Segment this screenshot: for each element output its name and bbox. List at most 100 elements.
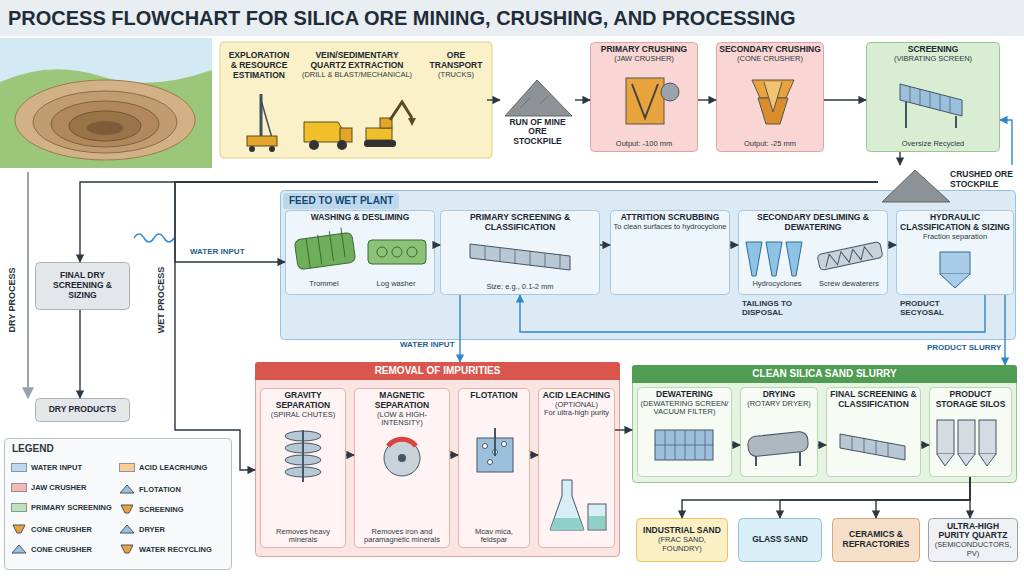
box-shape [286, 211, 435, 295]
box-shape [739, 519, 822, 562]
product-box: CERAMICS & REFRACTORIES [832, 518, 920, 562]
mining-band [220, 42, 492, 158]
process-box: SECONDARY CRUSHING(CONE CRUSHER)Output: … [716, 42, 824, 152]
node-text: EXPLORATION & RESOURCE ESTIMATION [229, 51, 290, 80]
node-text: SECONDARY DESLIMING & DEWATERING [741, 213, 885, 233]
hydrocyclone-icon [746, 242, 802, 276]
flow-arrow [459, 295, 460, 362]
dewatering-screen-icon [655, 430, 713, 460]
stockpile-label: RUN OF MINE ORE STOCKPILE [500, 68, 575, 150]
jaw-crusher-icon [626, 78, 664, 124]
jaw-crusher-icon [661, 83, 679, 101]
box-shape [441, 211, 600, 295]
node-text: FEED TO WET PLANT [283, 193, 399, 209]
node-text: ULTRA-HIGH PURITY QUARTZ [931, 522, 1015, 542]
flotation-cell-icon [477, 428, 513, 472]
flow-arrow [888, 244, 896, 245]
node-text: To clean surfaces to hydrocyclone [614, 223, 727, 232]
flow-arrow [730, 244, 738, 245]
legend-row: DRYER [119, 523, 165, 535]
hydrocyclone-icon [766, 242, 782, 276]
node-text: GRAVITY SEPARATION [263, 391, 343, 411]
flow-arrow [969, 477, 970, 518]
node-text: FLOTATION [470, 391, 517, 401]
process-box: DEWATERING(DEWATERING SCREEN/ VACUUM FIL… [637, 387, 732, 477]
legend-row: SCREENING [119, 503, 184, 515]
node-text: Oversize Recycled [902, 140, 965, 149]
annotation-label: WATER INPUT [190, 247, 245, 256]
legend-icon [119, 523, 135, 535]
dry-process-arrow [28, 172, 29, 398]
flotation-cell-icon [494, 428, 496, 456]
node-text: Mcav mica, feldspar [461, 528, 527, 545]
node-text: FINAL DRY SCREENING & SIZING [38, 271, 127, 300]
box-shape [281, 191, 1016, 340]
node-text: CLEAN SILICA SAND SLURRY [632, 365, 1017, 383]
excavator-icon [364, 102, 416, 147]
node-text: RUN OF MINE ORE STOCKPILE [503, 118, 572, 147]
vibrating-screen-icon [955, 116, 957, 128]
legend-icon [119, 543, 135, 555]
node-text: GLASS SAND [752, 535, 808, 545]
flow-arrow [682, 477, 970, 518]
node-text: Log washer [363, 280, 429, 289]
box-shape [930, 388, 1012, 477]
cone-crusher-icon [764, 82, 782, 112]
dry-process-arrow [27, 172, 29, 398]
open-pit-mine [33, 91, 177, 153]
flow-arrow [615, 429, 632, 430]
legend-swatch [11, 503, 27, 512]
node-text: HYDRAULIC CLASSIFICATION & SIZING [899, 213, 1011, 233]
classifier-tank-icon [940, 274, 970, 288]
node-text: DEWATERING [656, 390, 713, 400]
trommel-icon [294, 228, 356, 270]
legend-text: JAW CRUSHER [31, 483, 86, 492]
process-box: SECONDARY DESLIMING & DEWATERING Hydrocyc… [738, 210, 888, 295]
stage-label: ORE TRANSPORT(TRUCKS) [425, 48, 487, 153]
box-shape [638, 388, 732, 477]
legend-icon [121, 505, 133, 513]
node-text: Hydrocyclones [742, 280, 812, 289]
drill-rig-icon [269, 146, 275, 152]
legend-row: CONE CRUSHER [11, 543, 92, 555]
legend-box: WATER INPUTJAW CRUSHERPRIMARY SCREENINGC… [4, 438, 232, 570]
box-shape [36, 263, 130, 310]
vibrating-screen-icon [900, 84, 962, 116]
legend-text: ACID LEACRHUNG [139, 463, 207, 472]
dump-truck-icon [309, 140, 319, 150]
flotation-cell-icon [483, 444, 488, 449]
node-text: Screw dewaterers [814, 280, 884, 289]
crushed-stockpile-icon [882, 170, 950, 202]
node-text: (LOW & HIGH-INTENSITY) [357, 411, 447, 428]
dump-truck-icon [340, 128, 352, 142]
legend-icon [121, 545, 133, 553]
excavator-icon [390, 102, 412, 120]
box-shape [717, 43, 824, 152]
process-box: DRYING(ROTARY DRYER) [740, 387, 818, 477]
node-text: PRIMARY CRUSHING [601, 45, 687, 55]
node-text: Removes iron and paramagnetic minerals [357, 528, 447, 545]
process-box: PRIMARY SCREENING & CLASSIFICATIONSize: … [440, 210, 600, 295]
storage-silo-icon [979, 420, 996, 454]
node-text: PRIMARY SCREENING & CLASSIFICATION [443, 213, 597, 233]
legend-row: FLOTATION [119, 483, 181, 495]
node-text: (SEMICONDUCTORS, PV) [931, 541, 1015, 558]
legend-text: WATER INPUT [31, 463, 82, 472]
magnetic-separator-icon [388, 439, 416, 446]
log-washer-icon [407, 247, 417, 257]
log-washer-icon [377, 247, 387, 257]
node-text: (CONE CRUSHER) [737, 55, 803, 64]
flow-arrow [435, 244, 440, 245]
box-shape [833, 519, 920, 562]
box-shape [897, 211, 1014, 295]
node-text: (OPTIONAL) [555, 401, 598, 410]
edge-label: PRODUCT SLURRY [925, 343, 1003, 352]
flow-arrow [1000, 120, 1012, 165]
annotation-label: WET PROCESS [156, 267, 166, 334]
flow-arrow [175, 182, 878, 470]
node-text: DRYING [763, 390, 796, 400]
legend-icon [119, 503, 135, 515]
stage-label: VEIN/SEDIMENTARY QUARTZ EXTRACTION(DRILL… [298, 48, 416, 153]
magnetic-separator-icon [384, 440, 420, 476]
box-shape [739, 211, 888, 295]
